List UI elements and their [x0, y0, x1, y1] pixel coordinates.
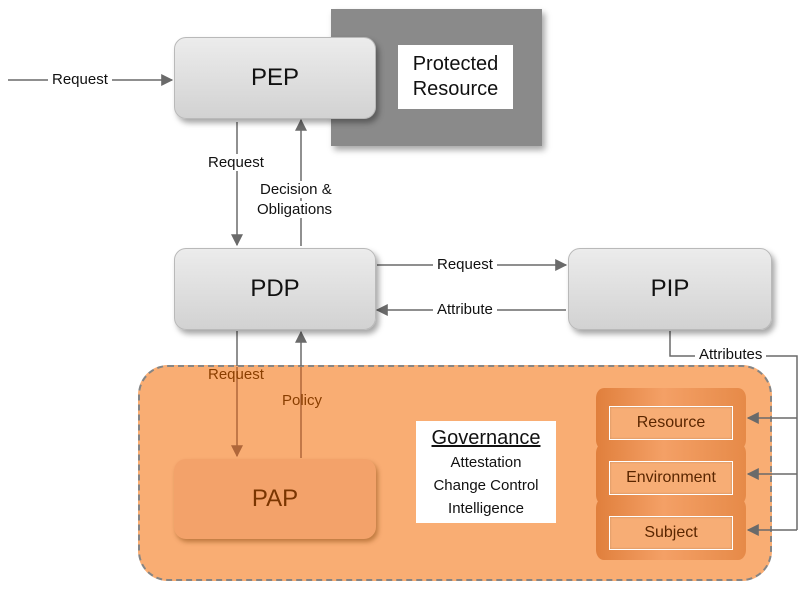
policy-label: Policy	[282, 392, 323, 409]
pap-label: PAP	[251, 485, 299, 512]
pdp-label: PDP	[250, 275, 300, 302]
attribute-store-environment-label: Environment	[609, 461, 733, 495]
pdp-node: PDP	[174, 248, 376, 330]
attribute-store-subject-label: Subject	[609, 516, 733, 550]
protected-resource-label-line1: Protected	[412, 53, 499, 75]
pdp-to-pip-request-label: Request	[433, 256, 497, 273]
pep-node: PEP	[174, 37, 376, 119]
decision-label-line1: Decision &	[256, 181, 336, 198]
protected-resource-card: Protected Resource	[398, 45, 513, 109]
attributes-label: Attributes	[695, 346, 767, 363]
pep-label: PEP	[250, 64, 300, 91]
attribute-store-environment: Environment	[596, 443, 746, 505]
governance-item-attestation: Attestation	[450, 453, 522, 471]
pip-node: PIP	[568, 248, 772, 330]
pip-label: PIP	[650, 275, 690, 302]
attribute-store-resource-label: Resource	[609, 406, 733, 440]
attribute-store-subject: Subject	[596, 498, 746, 560]
pdp-to-pap-request-label: Request	[208, 366, 264, 383]
pap-node: PAP	[174, 459, 376, 539]
governance-item-change-control: Change Control	[433, 476, 539, 494]
attribute-store-resource: Resource	[596, 388, 746, 450]
protected-resource-label-line2: Resource	[412, 78, 499, 100]
pep-to-pdp-request-label: Request	[204, 154, 268, 171]
governance-title: Governance	[431, 426, 541, 449]
governance-item-intelligence: Intelligence	[448, 499, 524, 517]
pip-to-pdp-attribute-label: Attribute	[433, 301, 497, 318]
incoming-request-label: Request	[48, 71, 112, 88]
decision-label-line2: Obligations	[253, 201, 337, 218]
governance-card: Governance Attestation Change Control In…	[416, 421, 556, 523]
